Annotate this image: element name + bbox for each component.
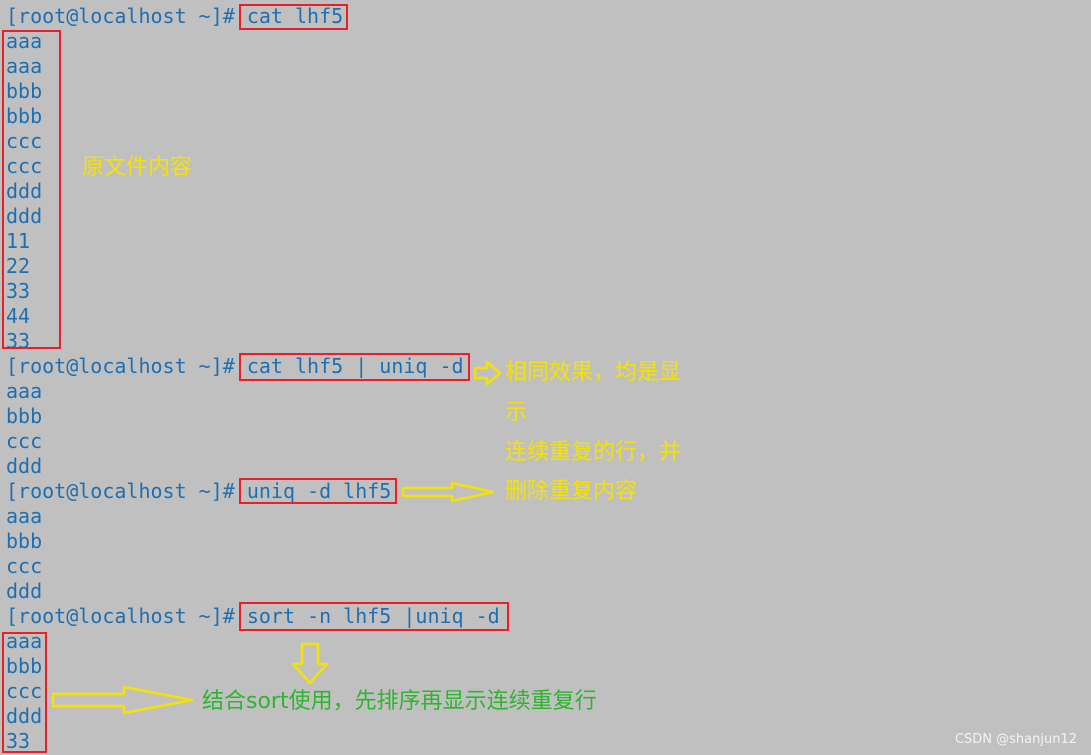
output-line: aaa — [6, 29, 43, 53]
output-line: ccc — [6, 429, 43, 453]
arrow-down-icon — [291, 642, 329, 685]
shell-prompt: [root@localhost ~]# — [6, 4, 235, 28]
output-line: ddd — [6, 704, 43, 728]
watermark: CSDN @shanjun12 — [954, 732, 1077, 747]
output-line: bbb — [6, 654, 43, 678]
command-line: [root@localhost ~]# cat lhf5 | uniq -d — [6, 354, 464, 379]
output-line: ddd — [6, 579, 43, 603]
original-content-note: 原文件内容 — [82, 155, 193, 180]
command-text: sort -n lhf5 |uniq -d — [246, 604, 500, 628]
output-line: 33 — [6, 729, 31, 753]
output-line: aaa — [6, 379, 43, 403]
highlight-box-output-1 — [2, 30, 61, 349]
highlight-box-cmd-2 — [239, 353, 470, 381]
shell-prompt: [root@localhost ~]# — [6, 479, 235, 503]
output-line: 11 — [6, 229, 31, 253]
output-line: ccc — [6, 154, 43, 178]
command-text: uniq -d lhf5 — [246, 479, 392, 503]
output-line: ccc — [6, 554, 43, 578]
output-line: 33 — [6, 279, 31, 303]
output-line: ddd — [6, 204, 43, 228]
output-line: 22 — [6, 254, 31, 278]
same-effect-note-line-2: 示 — [505, 400, 528, 425]
command-line: [root@localhost ~]# cat lhf5 — [6, 4, 343, 29]
arrow-right-icon — [473, 360, 502, 386]
output-line: bbb — [6, 79, 43, 103]
highlight-box-output-4 — [2, 632, 47, 753]
highlight-box-cmd-4 — [239, 602, 509, 631]
output-line: ddd — [6, 454, 43, 478]
sort-note: 结合sort使用，先排序再显示连续重复行 — [202, 689, 597, 714]
same-effect-note-line-1: 相同效果，均是显 — [505, 360, 682, 385]
output-line: ddd — [6, 179, 43, 203]
command-line: [root@localhost ~]# sort -n lhf5 |uniq -… — [6, 604, 500, 629]
command-text: cat lhf5 | uniq -d — [246, 354, 464, 378]
output-line: bbb — [6, 404, 43, 428]
same-effect-note-line-4: 删除重复内容 — [505, 479, 638, 504]
command-line: [root@localhost ~]# uniq -d lhf5 — [6, 479, 391, 504]
output-line: bbb — [6, 104, 43, 128]
output-line: bbb — [6, 529, 43, 553]
shell-prompt: [root@localhost ~]# — [6, 604, 235, 628]
arrow-right-sort-icon — [51, 685, 194, 715]
highlight-box-cmd-1 — [239, 4, 348, 30]
same-effect-note-line-3: 连续重复的行，并 — [505, 440, 682, 465]
output-line: ccc — [6, 129, 43, 153]
command-text: cat lhf5 — [246, 4, 344, 28]
arrow-right-long-icon — [401, 481, 495, 503]
shell-prompt: [root@localhost ~]# — [6, 354, 235, 378]
output-line: aaa — [6, 54, 43, 78]
output-line: 44 — [6, 304, 31, 328]
output-line: aaa — [6, 504, 43, 528]
output-line: 33 — [6, 329, 31, 353]
output-line: ccc — [6, 679, 43, 703]
highlight-box-cmd-3 — [239, 478, 397, 504]
